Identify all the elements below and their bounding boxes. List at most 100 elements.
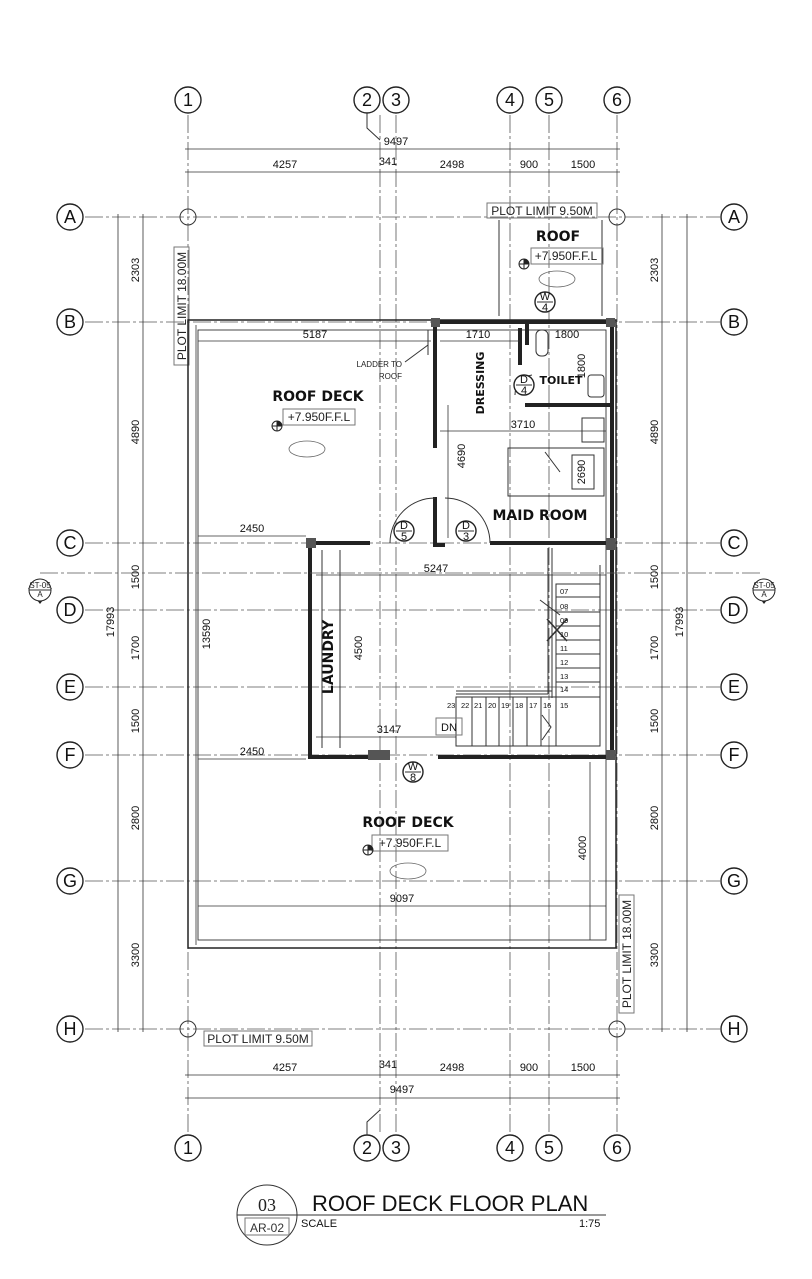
wall-laundry-left	[308, 543, 390, 759]
dim-9097: 9097	[390, 893, 414, 905]
plot-limit-right: PLOT LIMIT 18.00M	[620, 900, 634, 1008]
grid-kink-bottom	[366, 1109, 381, 1135]
grid-label: D	[728, 600, 741, 620]
stair-step: 14	[560, 685, 568, 694]
grid-bubble-f-left	[56, 741, 84, 769]
dim-5247: 5247	[424, 563, 448, 575]
section-ref-right: ST-05	[753, 581, 775, 590]
wardrobe-icon	[581, 417, 605, 443]
bottom-grid-bubbles: 1 2 3 4 5 6	[174, 1109, 631, 1162]
wc-icon	[535, 329, 549, 357]
dim-right-ab: 2303	[649, 258, 661, 282]
grid-label: 4	[505, 1138, 515, 1158]
dim-right-ef: 1500	[649, 709, 661, 733]
wall-dressing-left-lower	[433, 497, 445, 547]
vertical-grid-lines	[187, 115, 618, 1135]
grid-bubble-e-right	[720, 673, 748, 701]
grid-label: G	[63, 871, 77, 891]
dim-3710: 3710	[511, 419, 535, 431]
dim-top-3: 2498	[440, 159, 464, 171]
dim-4690: 4690	[456, 444, 468, 468]
stamp-logo	[389, 862, 427, 880]
dim-1710: 1710	[466, 329, 490, 341]
column	[431, 318, 440, 327]
grid-label: E	[728, 677, 740, 697]
building-walls	[187, 220, 617, 949]
drawing-title: ROOF DECK FLOOR PLAN	[312, 1191, 588, 1216]
grid-label: 5	[544, 1138, 554, 1158]
dim-left-cd: 1500	[130, 565, 142, 589]
plot-limit-top: PLOT LIMIT 9.50M	[491, 204, 593, 218]
door-swing-d3	[444, 497, 491, 544]
stair-step: 09	[560, 616, 568, 625]
title-block: 03 AR-02 ROOF DECK FLOOR PLAN SCALE 1:75	[236, 1184, 606, 1246]
bottom-dimensions: 4257 341 2498 900 1500 9497	[185, 1059, 620, 1099]
grid-label: D	[64, 600, 77, 620]
dim-bottom-4: 900	[520, 1062, 538, 1074]
dim-left-fg: 2800	[130, 806, 142, 830]
dim-top-5: 1500	[571, 159, 595, 171]
grid-label: A	[64, 207, 76, 227]
staircase: 07 08 09 10 11 12 13 14 15 16 17 18 19 2…	[435, 548, 601, 747]
column	[606, 318, 615, 327]
dn-box	[435, 717, 463, 736]
grid-label: H	[64, 1019, 77, 1039]
furniture	[427, 329, 605, 497]
dim-1800-vertical: 1800	[576, 354, 588, 378]
basin-icon	[587, 374, 605, 398]
grid-bubble-h-right	[720, 1015, 748, 1043]
top-grid-bubbles: 1 2 3 4 5 6	[174, 86, 631, 141]
dim-bottom-5: 1500	[571, 1062, 595, 1074]
grid-label: 6	[612, 1138, 622, 1158]
dim-bottom-1: 4257	[273, 1062, 297, 1074]
window-tag-letter: W	[408, 761, 419, 773]
scale-label: SCALE	[301, 1218, 337, 1230]
stair-step: 22	[461, 701, 469, 710]
grid-label: 6	[612, 90, 622, 110]
stair-step: 21	[474, 701, 482, 710]
dim-3147: 3147	[377, 724, 401, 736]
grid-label: F	[65, 745, 76, 765]
stair-step: 19	[501, 701, 509, 710]
grid-bubble-b-left	[56, 308, 84, 336]
door-swing-d5	[389, 497, 436, 544]
dim-left-ef: 1500	[130, 709, 142, 733]
stair-step: 07	[560, 587, 568, 596]
stair-step: 18	[515, 701, 523, 710]
dim-right-de: 1700	[649, 636, 661, 660]
grid-bubble-6-top	[603, 86, 631, 114]
grid-bubble-g-left	[56, 867, 84, 895]
stamp-logo	[288, 440, 326, 458]
column	[606, 750, 615, 760]
stair-step: 12	[560, 658, 568, 667]
stair-step: 10	[560, 630, 568, 639]
dim-2450-lower: 2450	[240, 746, 264, 758]
column	[606, 538, 615, 550]
grid-bubble-4-bottom	[496, 1134, 524, 1162]
dim-left-total: 17993	[105, 607, 117, 638]
grid-label: 5	[544, 90, 554, 110]
grid-bubble-c-left	[56, 529, 84, 557]
grid-label: B	[728, 312, 740, 332]
dim-left-de: 1700	[130, 636, 142, 660]
section-markers: ST-05 A ST-05 A	[28, 572, 776, 604]
grid-label: A	[728, 207, 740, 227]
grid-bubble-d-left	[56, 596, 84, 624]
room-toilet-label: TOILET	[540, 374, 583, 387]
level-roof: +7.950F.F.L	[535, 249, 598, 263]
door-window-tags: D 5 D 3 D 4 W 4 W 8	[393, 291, 556, 784]
door-tag-letter: D	[462, 520, 470, 532]
dim-4500: 4500	[353, 636, 365, 660]
grid-label: C	[64, 533, 77, 553]
stair-step: 08	[560, 602, 568, 611]
inner-dimensions: 5187 1710 1800 1800 3710 4690 2690 2450 …	[198, 329, 606, 940]
room-labels: ROOF ROOF DECK MAID ROOM TOILET DRESSING…	[272, 229, 587, 831]
section-ref-left: ST-05	[29, 581, 51, 590]
dim-total-top: 9497	[384, 136, 408, 148]
stair-step: 11	[560, 644, 568, 653]
ladder-note: LADDER TO ROOF	[357, 344, 429, 381]
grid-bubble-e-left	[56, 673, 84, 701]
grid-label: 2	[362, 1138, 372, 1158]
section-sheet-left: A	[37, 590, 43, 599]
plot-limits: PLOT LIMIT 9.50M PLOT LIMIT 9.50M PLOT L…	[173, 202, 635, 1047]
